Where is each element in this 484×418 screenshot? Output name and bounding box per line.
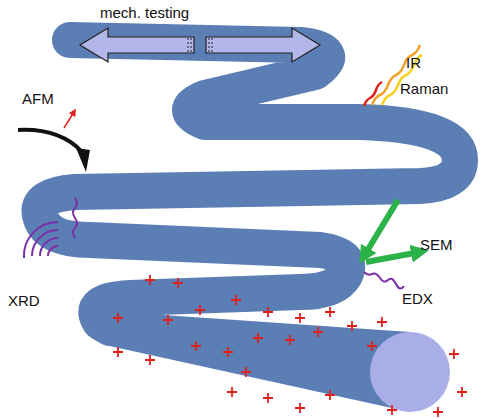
technique-label: IR [406, 54, 421, 72]
charge-symbol [113, 313, 123, 323]
fiber-body [39, 40, 460, 328]
surface-charges [113, 275, 467, 417]
sem-signal [366, 252, 420, 262]
charge-symbol [449, 349, 459, 359]
charge-symbol [195, 305, 205, 315]
charge-symbol [295, 403, 305, 413]
charge-symbol [231, 295, 241, 305]
afm-cantilever [18, 130, 82, 152]
technique-label: SEM [420, 236, 453, 254]
break-lines [188, 38, 212, 52]
charge-symbol [377, 317, 387, 327]
charge-symbol [285, 335, 295, 345]
charge-symbol [253, 333, 263, 343]
fiber-end [370, 332, 450, 412]
technique-label: XRD [8, 292, 40, 310]
charge-symbol [295, 313, 305, 323]
charge-symbol [433, 407, 443, 417]
tension-arrow [80, 28, 194, 62]
charge-symbol [387, 405, 397, 415]
technique-label: EDX [402, 290, 433, 308]
xrd-arcs [24, 222, 58, 258]
charge-symbol [347, 321, 357, 331]
charge-symbol [223, 347, 233, 357]
technique-label: Raman [400, 80, 448, 98]
charge-symbol [191, 341, 201, 351]
xrd-beam [73, 198, 77, 238]
tension-arrow [206, 28, 320, 62]
sem-beam [364, 200, 398, 256]
charge-symbol [227, 387, 237, 397]
charge-symbol [145, 355, 155, 365]
charge-symbol [241, 367, 251, 377]
charge-symbol [173, 278, 183, 288]
charge-symbol [113, 347, 123, 357]
charge-symbol [263, 393, 273, 403]
charge-symbol [163, 315, 173, 325]
charge-symbol [325, 307, 335, 317]
afm-laser [64, 112, 74, 128]
afm-tip [76, 148, 90, 172]
charge-symbol [313, 327, 323, 337]
charge-symbol [325, 390, 335, 400]
technique-label: mech. testing [100, 4, 189, 22]
edx-wave [364, 272, 404, 289]
raman-wave [364, 82, 382, 106]
charge-symbol [367, 341, 377, 351]
charge-symbol [263, 307, 273, 317]
charge-symbol [145, 275, 155, 285]
technique-label: AFM [22, 90, 54, 108]
charge-symbol [457, 387, 467, 397]
fiber-cone [105, 311, 410, 412]
